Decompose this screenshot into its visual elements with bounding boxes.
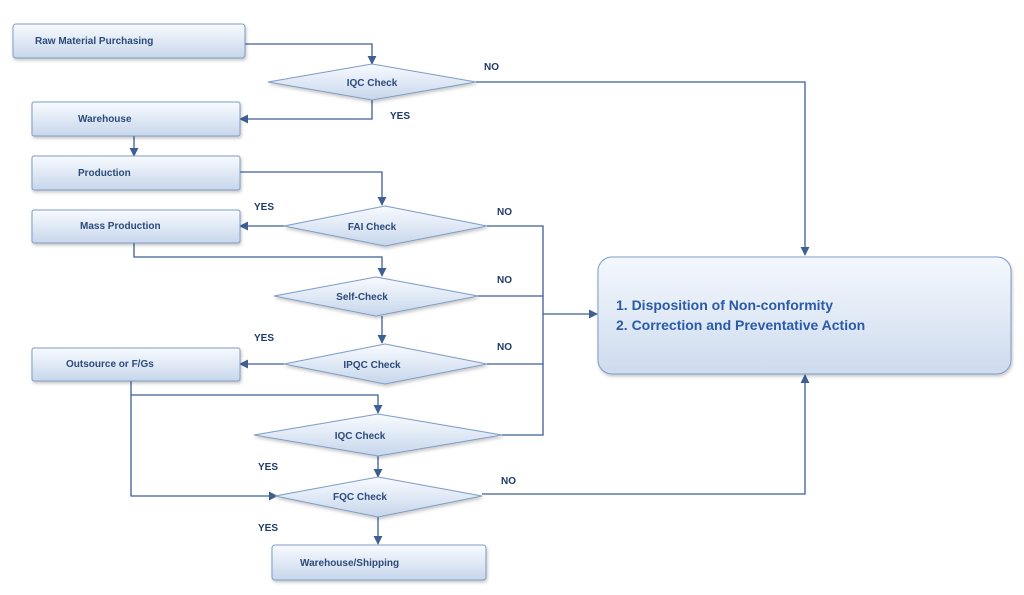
label-iqc-bottom: IQC Check xyxy=(335,431,386,442)
connector-production-to-fai xyxy=(240,171,387,206)
connector-mass-to-self xyxy=(133,243,387,277)
decision-fqc: FQC Check xyxy=(274,476,483,518)
label-production: Production xyxy=(78,168,131,179)
edge-label-fai-yes: YES xyxy=(254,202,274,213)
process-warehouse-shipping: Warehouse/Shipping xyxy=(271,544,487,581)
process-outsource: Outsource or F/Gs xyxy=(31,347,241,382)
connector-iqc-yes-to-warehouse xyxy=(239,100,373,124)
label-disposition-line2: 2. Correction and Preventative Action xyxy=(616,317,865,333)
label-mass-production: Mass Production xyxy=(80,221,161,232)
connector-outsource-to-fqc xyxy=(130,395,278,501)
label-fqc: FQC Check xyxy=(333,492,387,503)
edge-labels: NO YES YES NO NO YES NO YES NO YES xyxy=(254,62,516,534)
edge-label-fqc-yes: YES xyxy=(258,523,278,534)
decision-ipqc: IPQC Check xyxy=(283,343,488,385)
label-warehouse: Warehouse xyxy=(78,114,132,125)
edge-label-fqc-no: NO xyxy=(501,476,516,487)
decision-self-check: Self-Check xyxy=(273,276,479,317)
label-disposition-line1: 1. Disposition of Non-conformity xyxy=(616,297,833,313)
edge-label-iqc-bottom-yes: YES xyxy=(258,462,278,473)
edge-label-iqc-top-no: NO xyxy=(484,62,499,73)
process-production: Production xyxy=(31,155,241,191)
decision-fai: FAI Check xyxy=(283,205,488,247)
process-disposition: 1. Disposition of Non-conformity 2. Corr… xyxy=(597,256,1012,375)
connector-iqc-no-to-disposition xyxy=(476,81,810,256)
label-outsource: Outsource or F/Gs xyxy=(66,359,154,370)
connector-iqc-bottom-no xyxy=(502,364,544,436)
process-raw-material: Raw Material Purchasing xyxy=(12,23,246,59)
label-warehouse-shipping: Warehouse/Shipping xyxy=(300,558,399,569)
decision-iqc-bottom: IQC Check xyxy=(253,413,503,457)
label-raw-material: Raw Material Purchasing xyxy=(35,36,153,47)
decision-iqc-top: IQC Check xyxy=(267,63,477,101)
edge-label-fai-no: NO xyxy=(497,207,512,218)
label-iqc-top: IQC Check xyxy=(347,78,398,89)
label-ipqc: IPQC Check xyxy=(343,360,401,371)
connector-outsource-to-iqc xyxy=(130,381,383,414)
edge-label-self-no: NO xyxy=(497,275,512,286)
process-mass-production: Mass Production xyxy=(31,209,241,244)
connector-fai-no xyxy=(487,225,544,314)
label-self-check: Self-Check xyxy=(336,292,388,303)
process-warehouse: Warehouse xyxy=(31,101,241,137)
connector-raw-to-iqc xyxy=(245,43,377,65)
label-fai: FAI Check xyxy=(348,222,397,233)
edge-label-ipqc-yes: YES xyxy=(254,333,274,344)
connector-fqc-no-to-disposition xyxy=(482,374,810,495)
edge-label-ipqc-no: NO xyxy=(497,342,512,353)
edge-label-iqc-top-yes: YES xyxy=(390,111,410,122)
connector-ipqc-no xyxy=(487,314,544,365)
connectors xyxy=(129,43,810,545)
